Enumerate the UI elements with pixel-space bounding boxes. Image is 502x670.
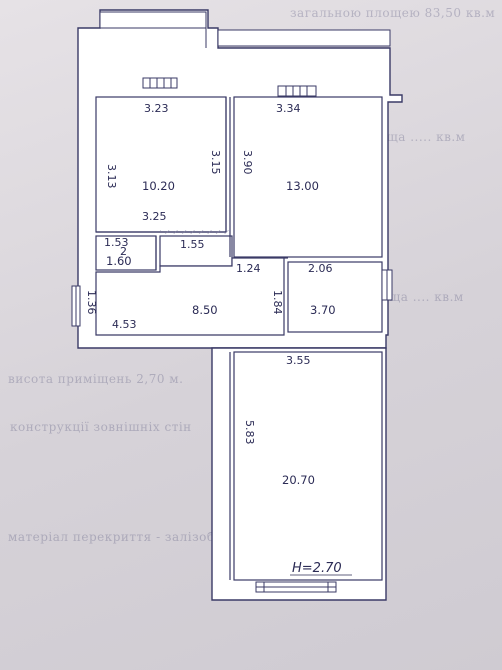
window-bedroom-1 xyxy=(142,77,178,89)
loggia xyxy=(99,11,391,48)
ceiling-height-label: H=2.70 xyxy=(292,561,342,576)
room-toilet-small xyxy=(159,235,233,267)
area-living: 20.70 xyxy=(282,473,315,487)
room-living-20-70 xyxy=(233,351,383,581)
background-line: конструкції зовнішніх стін xyxy=(10,420,192,434)
area-bedroom-2: 13.00 xyxy=(286,179,319,193)
area-hall: 8.50 xyxy=(192,303,218,317)
room-hall xyxy=(95,257,285,336)
background-line: загальною площею 83,50 кв.м xyxy=(290,6,496,20)
entry-door-mark xyxy=(71,285,81,327)
area-bathroom: 1.60 xyxy=(106,254,132,268)
room-number-label: 2 xyxy=(120,245,127,258)
window-bedroom-2 xyxy=(277,85,317,97)
background-line: висота приміщень 2,70 м. xyxy=(8,372,184,386)
wall-hatch xyxy=(160,230,230,234)
window-marks xyxy=(71,77,393,593)
dim-bedroom1-bottom: 3.25 xyxy=(142,210,167,223)
dim-kitchen-top: 2.06 xyxy=(308,262,333,275)
window-kitchen xyxy=(381,269,393,301)
dim-toilet-top: 1.55 xyxy=(180,238,205,251)
dim-hall-right: 1.84 xyxy=(271,290,284,315)
dim-bedroom2-top: 3.34 xyxy=(276,102,301,115)
dim-bedroom1-top: 3.23 xyxy=(144,102,169,115)
dim-bedroom1-right: 3.15 xyxy=(209,150,222,175)
background-line: матеріал перекриття - залізобетон xyxy=(8,530,246,544)
dim-bath-top: 1.53 xyxy=(104,236,129,249)
area-kitchen: 3.70 xyxy=(310,303,336,317)
dim-bedroom1-left: 3.13 xyxy=(105,164,118,189)
dim-living-left: 5.83 xyxy=(243,420,256,445)
dim-hall-bottom: 4.53 xyxy=(112,318,137,331)
area-bedroom-1: 10.20 xyxy=(142,179,175,193)
room-kitchen-3-70 xyxy=(287,261,383,333)
room-bedroom-10-20 xyxy=(95,96,227,233)
dim-living-top: 3.55 xyxy=(286,354,311,367)
dim-hall-top: 1.24 xyxy=(236,262,261,275)
room-bedroom-13-00 xyxy=(233,96,383,258)
window-living xyxy=(255,581,337,593)
dim-bedroom2-left: 3.90 xyxy=(241,150,254,175)
dim-hall-left: 1.36 xyxy=(85,290,98,315)
